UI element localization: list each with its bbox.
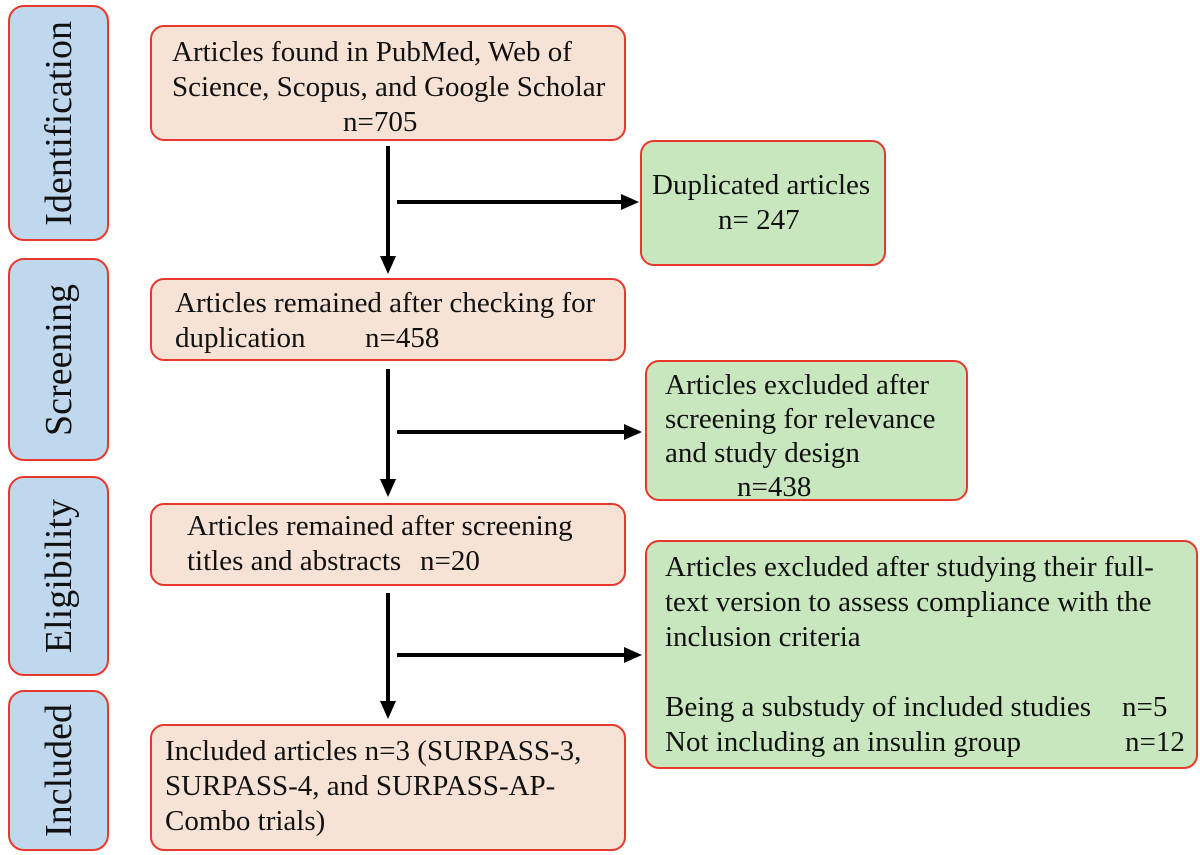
duplicates-count: n= 247 [718, 204, 800, 236]
duplicates-excluded-box: Duplicated articles n= 247 [640, 140, 886, 266]
stage-label-screening: Screening [37, 283, 80, 436]
exclusion-reason-count: n=5 [1122, 691, 1168, 723]
stage-eligibility: Eligibility [8, 476, 109, 676]
arrow-to-fulltext-excluded [397, 647, 642, 663]
after-deduplication-box: Articles remained after checking for dup… [150, 278, 626, 361]
stage-label-included: Included [37, 704, 80, 837]
identified-count-row: n=705 [152, 105, 624, 140]
exclusion-reason-count: n=12 [1125, 726, 1185, 758]
spacer [647, 655, 1196, 690]
arrow-to-duplicates-excluded [397, 194, 639, 210]
stage-identification: Identification [8, 5, 109, 241]
screening-excluded-count-row: n=438 [647, 470, 966, 504]
fulltext-excluded-text-line: Articles excluded after studying their f… [665, 551, 1154, 583]
exclusion-reason-row: Being a substudy of included studies n=5 [647, 690, 1196, 725]
after-deduplication-text-line: duplication [175, 322, 306, 354]
stage-screening: Screening [8, 258, 109, 461]
screening-excluded-text-line: and study design [665, 437, 860, 469]
screening-excluded-count: n=438 [737, 471, 812, 503]
screening-excluded-text-line: screening for relevance [665, 403, 936, 435]
included-text-line: SURPASS-4, and SURPASS-AP- [165, 770, 556, 802]
after-screening-text-line: Articles remained after screening [187, 510, 573, 542]
identified-text-line: Articles found in PubMed, Web of [172, 36, 572, 68]
after-screening-count: n=20 [420, 545, 480, 577]
after-screening-count-row: titles and abstracts n=20 [152, 544, 624, 579]
fulltext-excluded-box: Articles excluded after studying their f… [645, 540, 1198, 769]
identified-box: Articles found in PubMed, Web of Science… [150, 25, 626, 141]
fulltext-excluded-text-line: text version to assess compliance with t… [665, 586, 1152, 618]
screening-excluded-text-line: Articles excluded after [665, 369, 930, 401]
identified-text-line: Science, Scopus, and Google Scholar [172, 71, 606, 103]
identified-count: n=705 [343, 106, 418, 138]
duplicates-text-line: Duplicated articles [652, 169, 871, 201]
arrow-deduplicated-to-screened [380, 369, 396, 497]
stage-label-identification: Identification [37, 20, 80, 226]
included-text-line: Included articles n=3 (SURPASS-3, [165, 735, 582, 767]
after-deduplication-count-row: duplication n=458 [152, 321, 624, 356]
fulltext-excluded-text-line: inclusion criteria [665, 621, 861, 653]
after-deduplication-text-line: Articles remained after checking for [175, 287, 596, 319]
after-deduplication-count: n=458 [365, 322, 440, 354]
included-text-line: Combo trials) [165, 805, 326, 837]
exclusion-reason-row: Not including an insulin group n=12 [647, 725, 1196, 760]
included-box: Included articles n=3 (SURPASS-3, SURPAS… [150, 724, 626, 851]
screening-excluded-box: Articles excluded after screening for re… [645, 360, 968, 504]
arrow-identified-to-deduplicated [380, 146, 396, 274]
after-screening-text-line: titles and abstracts [187, 545, 402, 577]
exclusion-reason: Being a substudy of included studies [665, 691, 1092, 723]
stage-included: Included [8, 690, 109, 851]
after-screening-box: Articles remained after screening titles… [150, 503, 626, 586]
arrow-to-screening-excluded [397, 424, 642, 440]
exclusion-reason: Not including an insulin group [665, 726, 1022, 758]
arrow-screened-to-included [380, 593, 396, 719]
stage-label-eligibility: Eligibility [37, 498, 80, 654]
duplicates-count-row: n= 247 [642, 203, 884, 238]
